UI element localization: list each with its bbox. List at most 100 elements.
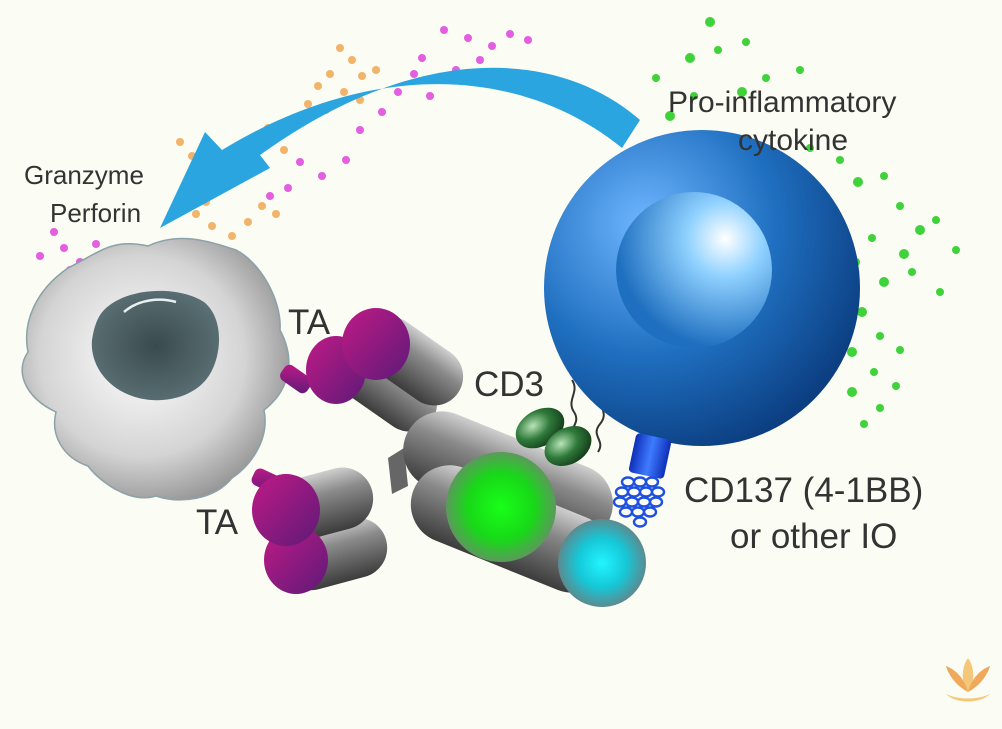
cytokine-particle <box>737 87 747 97</box>
cd137-bead <box>612 496 628 508</box>
granzyme-particle <box>336 44 344 52</box>
perforin-particle <box>426 92 434 100</box>
perforin-particle <box>60 244 68 252</box>
cytokine-particle <box>847 347 857 357</box>
cytokine-particle <box>705 17 715 27</box>
cytokine-particle <box>857 307 867 317</box>
cytokine-particle <box>880 172 888 180</box>
granzyme-particle <box>314 82 322 90</box>
granzyme-particle <box>340 88 348 96</box>
cyan-domain <box>558 519 646 607</box>
perforin-particle <box>394 88 402 96</box>
perforin-particle <box>476 56 484 64</box>
t-cell-nucleus <box>616 192 772 348</box>
ta-label-bottom: TA <box>196 503 239 542</box>
cytokine-particle <box>899 249 909 259</box>
cytokine-particle <box>742 38 750 46</box>
granzyme-particle <box>272 210 280 218</box>
cytokine-particle <box>690 92 698 100</box>
cd137-bead <box>648 496 664 508</box>
cytokine-particle <box>836 156 844 164</box>
perforin-label: Perforin <box>50 198 141 228</box>
hinge-connector <box>388 448 408 494</box>
cd137-bead <box>626 486 642 498</box>
cytokine-particle <box>860 420 868 428</box>
lotus-icon <box>946 658 990 702</box>
cytokine-particle <box>876 332 884 340</box>
perforin-particle <box>296 158 304 166</box>
granzyme-particle <box>280 146 288 154</box>
cytokine-particle <box>868 234 876 242</box>
tumor-nucleus <box>91 290 220 401</box>
green-domain <box>446 452 556 562</box>
granzyme-label: Granzyme <box>24 160 144 190</box>
cytokine-particle <box>896 346 904 354</box>
granzyme-particle <box>326 70 334 78</box>
cd137-label: CD137 (4-1BB) <box>684 471 923 510</box>
perforin-particle <box>36 252 44 260</box>
cd137-bead <box>642 506 658 518</box>
binding-arm-bottom <box>252 467 388 594</box>
granzyme-particle <box>304 100 312 108</box>
perforin-particle <box>464 34 472 42</box>
perforin-particle <box>342 156 350 164</box>
cd137-bead <box>638 486 654 498</box>
cytokine-particle <box>806 144 814 152</box>
tumor-antigen-stub-top <box>280 364 312 394</box>
cytokine-particle <box>665 111 675 121</box>
cytokine-particle <box>652 74 660 82</box>
perforin-particle <box>488 42 496 50</box>
perforin-particle <box>524 36 532 44</box>
cytokine-particle <box>915 225 925 235</box>
cd137-bead <box>620 476 636 488</box>
cytokine-particle <box>952 246 960 254</box>
cytokine-particle <box>892 382 900 390</box>
cytokine-particle <box>876 404 884 412</box>
perforin-particle <box>284 184 292 192</box>
granzyme-particle <box>208 222 216 230</box>
cytokine-particle <box>870 368 878 376</box>
cytokine-particle <box>879 277 889 287</box>
granzyme-particle <box>176 138 184 146</box>
perforin-particle <box>92 240 100 248</box>
cd3-domain-bottom <box>544 426 592 466</box>
perforin-particle <box>418 54 426 62</box>
cd137-bead <box>650 486 666 498</box>
perforin-particle <box>356 126 364 134</box>
granzyme-particle <box>358 72 366 80</box>
cd137-bead <box>630 506 646 518</box>
cd137-receptor <box>612 433 672 528</box>
cytokine-particle <box>762 74 770 82</box>
cytokine-particle <box>847 387 857 397</box>
cd137-bead <box>636 496 652 508</box>
cd137-bead <box>624 496 640 508</box>
granzyme-particle <box>228 232 236 240</box>
other-io-label: or other IO <box>730 517 897 556</box>
binding-arm-top <box>306 308 464 432</box>
cd137-bead <box>614 486 630 498</box>
perforin-particle <box>378 108 386 116</box>
fc-body <box>403 411 646 607</box>
cytokine-particle <box>896 202 904 210</box>
granzyme-particle <box>372 66 380 74</box>
perforin-particle <box>410 70 418 78</box>
cd137-bead <box>618 506 634 518</box>
granzyme-particle <box>192 210 200 218</box>
cd137-bead <box>632 476 648 488</box>
granzyme-particle <box>348 56 356 64</box>
perforin-particle <box>440 26 448 34</box>
cytokine-particle <box>714 46 722 54</box>
cytokine-particle <box>796 66 804 74</box>
cytokine-particle <box>908 268 916 276</box>
cd137-bead <box>644 476 660 488</box>
pro-inflammatory-label: Pro-inflammatory <box>668 86 896 119</box>
cytokine-label: cytokine <box>738 124 848 157</box>
granzyme-particle <box>258 202 266 210</box>
cytokine-particle <box>936 288 944 296</box>
perforin-particle <box>506 30 514 38</box>
perforin-particle <box>318 172 326 180</box>
cd3-label: CD3 <box>474 365 544 404</box>
perforin-particle <box>50 228 58 236</box>
t-cell <box>544 130 860 446</box>
